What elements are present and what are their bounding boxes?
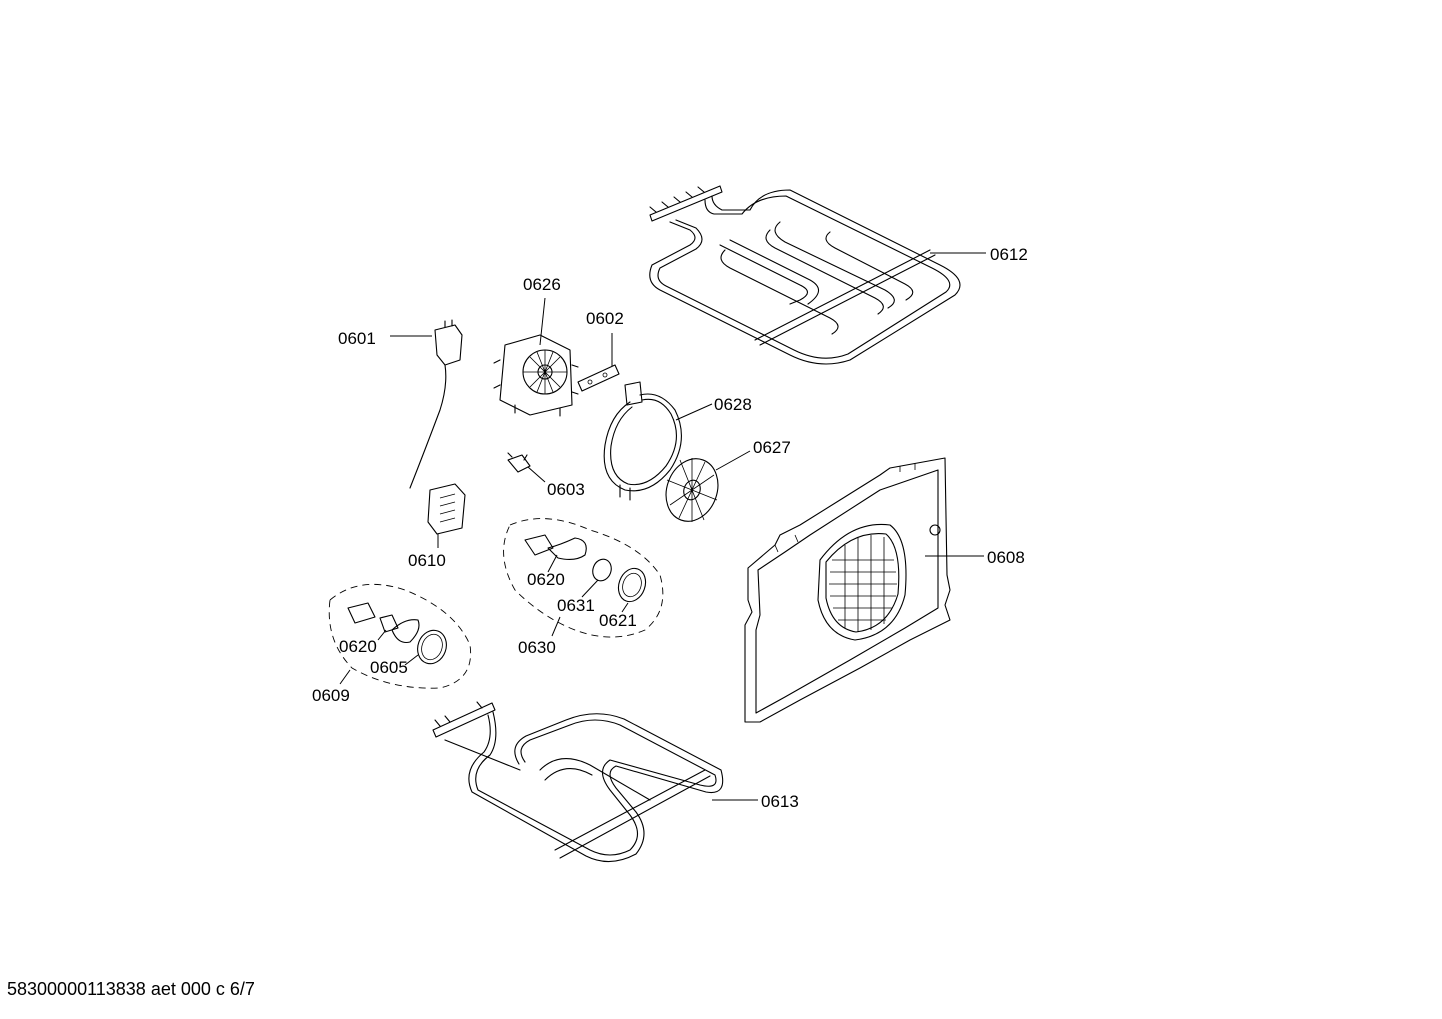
circular-heating-element[interactable] xyxy=(603,381,682,501)
label-0609: 0609 xyxy=(312,686,350,705)
label-0602: 0602 xyxy=(586,309,624,328)
small-clip[interactable] xyxy=(507,452,531,473)
lamp-group-lower xyxy=(328,583,472,689)
label-0628: 0628 xyxy=(714,395,752,414)
label-0601: 0601 xyxy=(338,329,376,348)
label-0627: 0627 xyxy=(753,438,791,457)
label-0613: 0613 xyxy=(761,792,799,811)
label-0608: 0608 xyxy=(987,548,1025,567)
mains-plug[interactable] xyxy=(409,319,463,489)
label-0605: 0605 xyxy=(370,658,408,677)
lamp-cover-lower[interactable] xyxy=(413,626,451,668)
rear-wall-panel[interactable] xyxy=(744,457,951,723)
label-0612: 0612 xyxy=(990,245,1028,264)
label-0603: 0603 xyxy=(547,480,585,499)
label-0620-upper: 0620 xyxy=(527,570,565,589)
lamp-socket-lower[interactable] xyxy=(347,602,420,644)
label-0626: 0626 xyxy=(523,275,561,294)
label-0621: 0621 xyxy=(599,611,637,630)
label-0610: 0610 xyxy=(408,551,446,570)
lamp-seal[interactable] xyxy=(590,557,614,584)
fan-motor[interactable] xyxy=(493,334,579,417)
label-0631: 0631 xyxy=(557,596,595,615)
fan-wheel[interactable] xyxy=(658,451,727,528)
terminal-plate[interactable] xyxy=(577,364,620,392)
terminal-block[interactable] xyxy=(427,483,466,535)
label-0630: 0630 xyxy=(518,638,556,657)
lamp-group-upper xyxy=(503,518,664,638)
bottom-heating-element[interactable] xyxy=(432,701,724,863)
lamp-cover-upper[interactable] xyxy=(614,565,650,606)
top-grill-element[interactable] xyxy=(649,185,961,365)
label-0620-lower: 0620 xyxy=(339,637,377,656)
lamp-socket-upper[interactable] xyxy=(524,534,587,561)
document-code: 58300000113838 aet 000 c 6/7 xyxy=(7,979,255,999)
